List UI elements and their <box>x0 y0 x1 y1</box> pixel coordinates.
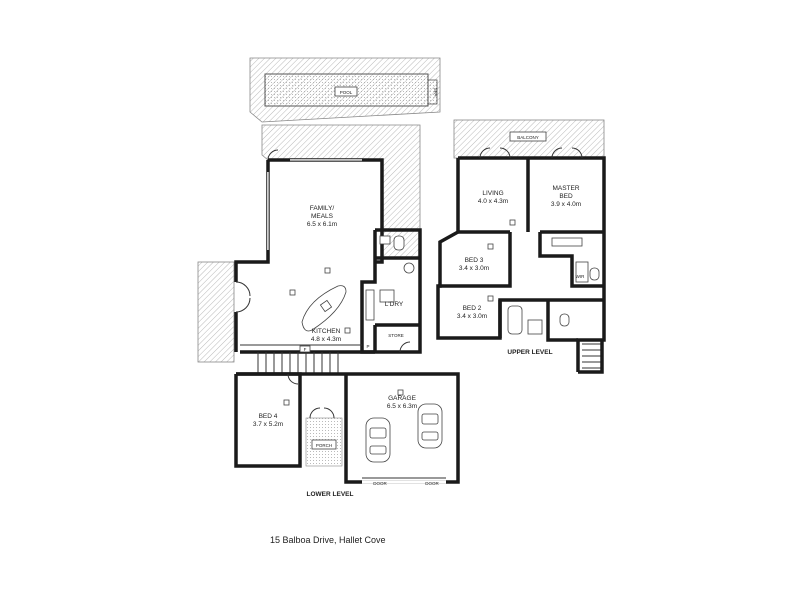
ensuite-walls <box>538 232 604 288</box>
light-fitting-2 <box>289 289 296 296</box>
master-name-2: BED <box>559 193 573 200</box>
bed4-door-swing <box>287 373 299 385</box>
garage-light <box>397 389 404 396</box>
kitchen-dim: 4.8 x 4.3m <box>311 336 341 343</box>
porch-label: PORCH <box>316 443 332 448</box>
store-door-swing <box>399 341 411 353</box>
basin <box>403 262 415 274</box>
bath-block <box>546 300 578 342</box>
ldry-tub <box>379 289 395 303</box>
fridge-label: F <box>304 347 307 352</box>
bed2-dim: 3.4 x 3.0m <box>457 313 487 320</box>
wir-label: WIR <box>576 274 585 279</box>
bed2-name: BED 2 <box>463 305 482 312</box>
upper-level-label: UPPER LEVEL <box>507 349 552 356</box>
address-caption: 15 Balboa Drive, Hallet Cove <box>270 535 386 545</box>
balcony-label: BALCONY <box>517 135 539 140</box>
living-light <box>509 219 516 226</box>
bed2-light <box>487 295 494 302</box>
lower-level-label: LOWER LEVEL <box>307 491 354 498</box>
garage-door-2-label: DOOR <box>425 481 439 486</box>
spa <box>427 79 438 105</box>
vanity <box>379 235 391 245</box>
french-door-west <box>235 281 251 313</box>
bed4-light <box>283 399 290 406</box>
porch-door-swing <box>309 407 335 419</box>
ensuite-shower <box>575 261 589 283</box>
bath-tub <box>507 305 523 335</box>
light-fitting-3 <box>344 327 351 334</box>
bed4-name: BED 4 <box>259 413 278 420</box>
ensuite-toilet <box>589 267 600 281</box>
pool-label: POOL <box>340 90 353 95</box>
lower-stairs <box>257 352 339 374</box>
light-fitting-1 <box>324 267 331 274</box>
ldry-label: L'DRY <box>385 301 404 308</box>
spa-label: SPA <box>433 88 438 97</box>
car-1-icon <box>365 417 391 463</box>
car-2-icon <box>417 403 443 449</box>
master-balcony-doors <box>551 147 583 159</box>
bath-vanity <box>527 319 543 335</box>
bed3-walls <box>438 232 512 288</box>
family-west-wall <box>234 160 270 282</box>
living-name: LIVING <box>482 190 503 197</box>
master-dim: 3.9 x 4.0m <box>551 201 581 208</box>
fridge <box>299 345 311 353</box>
balcony-tag <box>509 131 547 142</box>
pool-tag <box>334 86 358 97</box>
bed3-dim: 3.4 x 3.0m <box>459 265 489 272</box>
bed4-dim: 3.7 x 5.2m <box>253 421 283 428</box>
porch-tag <box>311 439 337 450</box>
living-balcony-doors <box>479 147 511 159</box>
west-deck <box>197 261 235 363</box>
family-dim: 6.5 x 6.1m <box>307 221 337 228</box>
upper-stairs <box>578 340 604 374</box>
family-name: FAMILY/ <box>310 205 335 212</box>
store-label: STORE <box>388 333 403 338</box>
pantry-label: P <box>366 344 369 349</box>
bed4-walls <box>234 372 302 468</box>
garage-door-1-label: DOOR <box>373 481 387 486</box>
upper-walls <box>458 156 606 372</box>
ensuite-vanity <box>551 237 583 247</box>
family-name-2: MEALS <box>311 213 334 220</box>
ldry-bench <box>365 289 375 321</box>
bed3-light <box>487 243 494 250</box>
bed3-name: BED 3 <box>465 257 484 264</box>
bath-toilet <box>559 313 570 327</box>
garage-walls <box>344 372 460 484</box>
toilet <box>393 235 405 251</box>
kitchen-name: KITCHEN <box>312 328 341 335</box>
garage-dim: 6.5 x 6.3m <box>387 403 417 410</box>
island-sink <box>319 299 333 313</box>
garage-name: GARAGE <box>388 395 416 402</box>
living-dim: 4.0 x 4.3m <box>478 198 508 205</box>
master-name: MASTER <box>552 185 579 192</box>
